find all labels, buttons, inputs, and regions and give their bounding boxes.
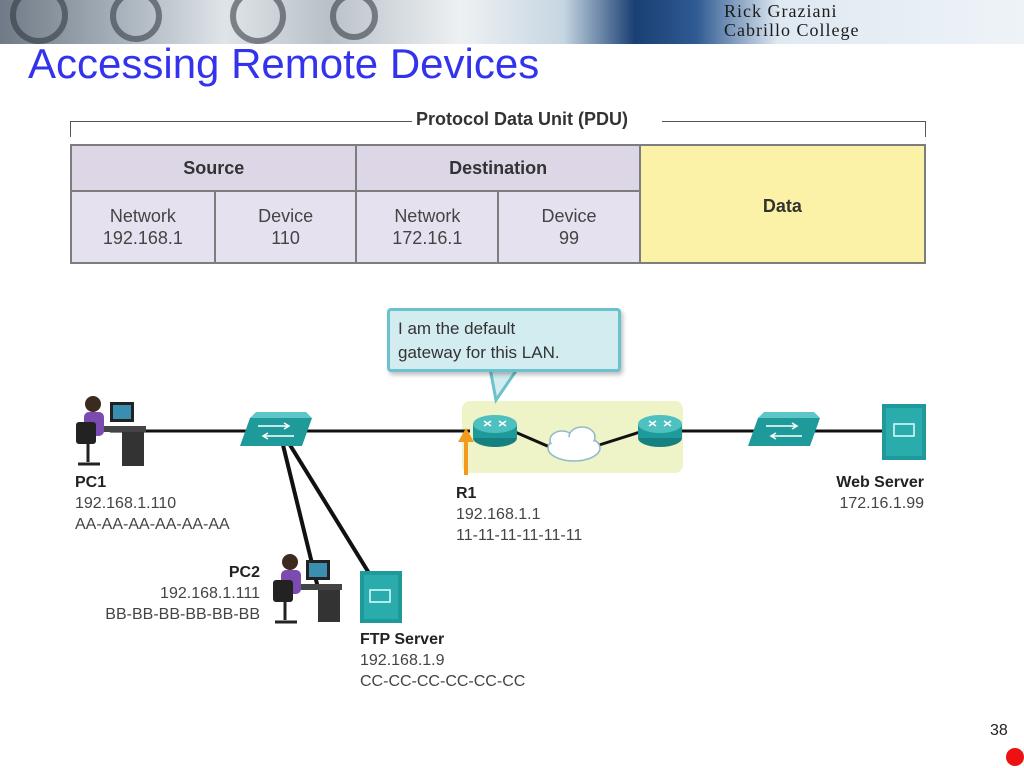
- banner-decoration: [110, 0, 162, 42]
- pc1-name: PC1: [75, 474, 107, 491]
- ftp-server-ip: 192.168.1.9: [360, 652, 445, 669]
- banner-decoration: [10, 0, 68, 44]
- pdu-table: Source Destination Data Network 192.168.…: [69, 144, 927, 264]
- red-dot-icon: [1006, 748, 1024, 766]
- pc2-ip: 192.168.1.111: [160, 585, 260, 602]
- r1-name: R1: [456, 485, 477, 502]
- pc1-icon: [76, 396, 146, 466]
- pdu-bracket-tick: [925, 121, 926, 137]
- switch-icon: [240, 412, 312, 446]
- author-name: Rick Graziani: [724, 1, 838, 21]
- dest-device-value: 99: [559, 228, 580, 248]
- dest-network-label: Network: [394, 206, 461, 226]
- arrow-icon: [458, 428, 474, 475]
- callout-pointer: [488, 366, 521, 404]
- pdu-bracket-right: [662, 121, 926, 122]
- r1-ip: 192.168.1.1: [456, 506, 541, 523]
- banner-decoration: [230, 0, 286, 44]
- router-icon: [638, 415, 682, 447]
- source-header: Source: [69, 144, 358, 192]
- destination-header: Destination: [355, 144, 641, 192]
- pdu-bracket-tick: [70, 121, 71, 137]
- source-device-cell: Device 110: [213, 190, 358, 264]
- web-server-name: Web Server: [836, 474, 924, 491]
- ftp-server-label: FTP Server 192.168.1.9 CC-CC-CC-CC-CC-CC: [360, 629, 525, 692]
- gateway-callout: I am the default gateway for this LAN.: [387, 308, 621, 372]
- pdu-label: Protocol Data Unit (PDU): [412, 109, 633, 130]
- source-device-label: Device: [258, 206, 314, 226]
- pc1-ip: 192.168.1.110: [75, 495, 177, 512]
- r1-label: R1 192.168.1.1 11-11-11-11-11-11: [456, 483, 582, 546]
- pc2-icon: [273, 554, 342, 624]
- callout-line1: I am the default: [398, 319, 516, 338]
- source-device-value: 110: [271, 228, 300, 248]
- pc2-mac: BB-BB-BB-BB-BB-BB: [105, 606, 260, 623]
- pdu-bracket-left: [70, 121, 412, 122]
- cloud-icon: [547, 426, 601, 462]
- dest-network-value: 172.16.1: [392, 228, 463, 248]
- header-banner: [0, 0, 1024, 44]
- link-switch-ftp: [288, 443, 374, 580]
- source-network-cell: Network 192.168.1: [70, 190, 216, 264]
- ftp-server-mac: CC-CC-CC-CC-CC-CC: [360, 673, 526, 690]
- wan-link-right: [595, 430, 641, 448]
- switch-icon: [748, 412, 820, 446]
- dest-device-cell: Device 99: [497, 190, 641, 264]
- source-network-value: 192.168.1: [102, 228, 183, 248]
- author-college: Cabrillo College: [724, 20, 860, 40]
- r1-mac: 11-11-11-11-11-11: [456, 527, 583, 544]
- source-network-label: Network: [109, 206, 176, 226]
- data-cell: Data: [638, 144, 927, 264]
- web-server-label: Web Server 172.16.1.99: [800, 472, 924, 514]
- web-server-ip: 172.16.1.99: [839, 495, 924, 512]
- pc2-name: PC2: [228, 564, 260, 581]
- callout-line2: gateway for this LAN.: [398, 343, 560, 362]
- pc1-label: PC1 192.168.1.110 AA-AA-AA-AA-AA-AA: [75, 472, 230, 535]
- web-server-icon: [882, 404, 926, 460]
- banner-decoration: [330, 0, 378, 40]
- page-number: 38: [990, 722, 1008, 739]
- dest-device-label: Device: [541, 206, 597, 226]
- author-credit: Rick Graziani Cabrillo College: [724, 2, 859, 40]
- router-r1-icon: [473, 415, 517, 447]
- ftp-server-name: FTP Server: [360, 631, 445, 648]
- wan-link-left: [514, 430, 553, 450]
- pc2-label: PC2 192.168.1.111 BB-BB-BB-BB-BB-BB: [82, 562, 260, 625]
- slide-title: Accessing Remote Devices: [28, 40, 540, 87]
- pc1-mac: AA-AA-AA-AA-AA-AA: [75, 516, 230, 533]
- dest-network-cell: Network 172.16.1: [355, 190, 500, 264]
- ftp-server-icon: [360, 571, 402, 623]
